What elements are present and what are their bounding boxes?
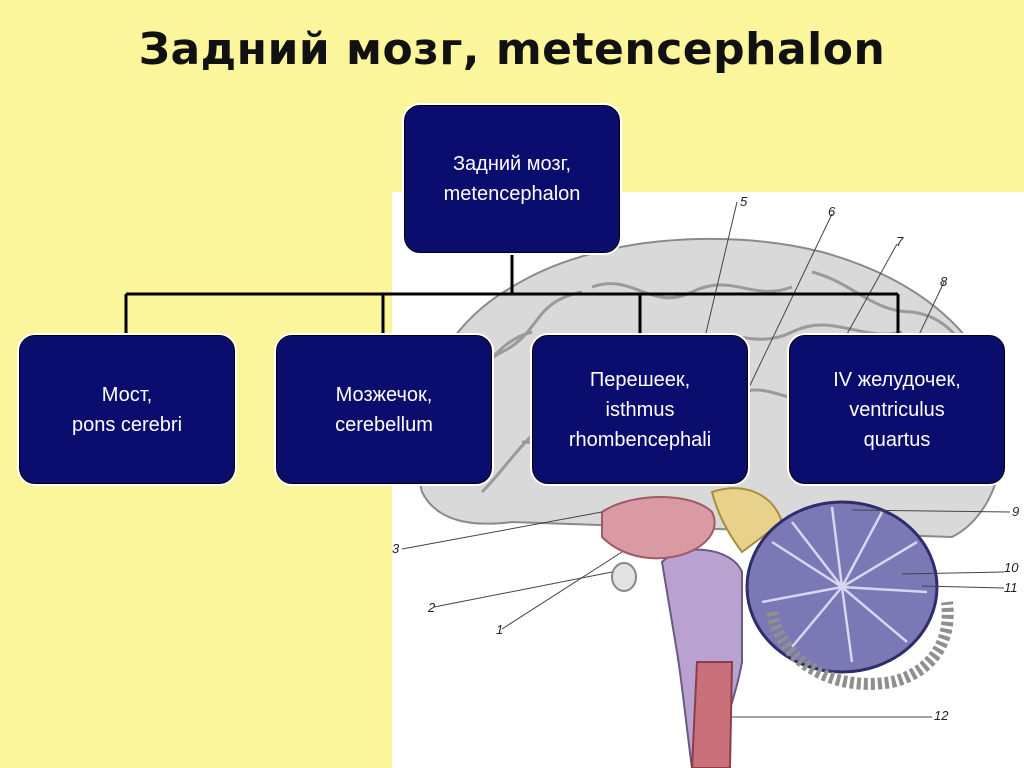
- box-cerebellum-line1: Мозжечок,: [335, 383, 433, 406]
- figure-label-1: 1: [496, 622, 504, 637]
- slide-title: Задний мозг, metencephalon: [138, 24, 886, 75]
- arbor-vitae: [761, 506, 928, 663]
- box-ventricle-line1: IV желудочек,: [833, 368, 961, 391]
- figure-label-11: 11: [1004, 580, 1018, 595]
- box-isthmus-line2: isthmus: [605, 398, 675, 421]
- figure-label-2: 2: [428, 600, 436, 615]
- figure-label-7: 7: [896, 234, 904, 249]
- pituitary-shape: [611, 562, 637, 592]
- figure-label-9: 9: [1012, 504, 1020, 519]
- box-isthmus-line1: Перешеек,: [589, 368, 691, 391]
- box-ventricle-line3: quartus: [863, 428, 931, 451]
- box-isthmus-line3: rhombencephali: [568, 428, 712, 451]
- root-line2: metencephalon: [443, 183, 581, 205]
- box-pons: Мост, pons cerebri: [17, 333, 237, 486]
- box-fourth-ventricle: IV желудочек, ventriculus quartus: [787, 333, 1007, 486]
- figure-label-6: 6: [828, 204, 836, 219]
- cerebellar-folia: [766, 601, 954, 690]
- medulla-shape: [690, 661, 734, 768]
- figure-label-8: 8: [940, 274, 948, 289]
- figure-label-12: 12: [934, 708, 949, 723]
- root-line1: Задний мозг,: [452, 153, 572, 175]
- box-cerebellum: Мозжечок, cerebellum: [274, 333, 494, 486]
- box-ventricle-line2: ventriculus: [849, 398, 945, 421]
- box-isthmus: Перешеек, isthmus rhombencephali: [530, 333, 750, 486]
- root-box: Задний мозг, metencephalon: [402, 103, 622, 255]
- box-cerebellum-line2: cerebellum: [335, 413, 433, 436]
- figure-label-10: 10: [1004, 560, 1019, 575]
- figure-label-3: 3: [392, 541, 400, 556]
- figure-label-5: 5: [740, 194, 748, 209]
- box-pons-line2: pons cerebri: [71, 413, 183, 436]
- midbrain-shape: [601, 496, 716, 560]
- box-pons-line1: Мост,: [101, 383, 153, 406]
